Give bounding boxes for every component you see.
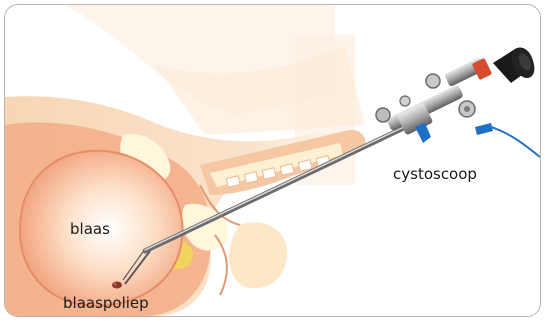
bladder-polyp <box>112 282 122 289</box>
label-bladder: blaas <box>70 220 110 238</box>
diagram-frame: blaas blaaspoliep cystoscoop <box>4 4 541 317</box>
cystoscopy-illustration <box>5 5 540 316</box>
label-polyp: blaaspoliep <box>63 294 149 312</box>
label-cystoscope: cystoscoop <box>393 165 477 183</box>
